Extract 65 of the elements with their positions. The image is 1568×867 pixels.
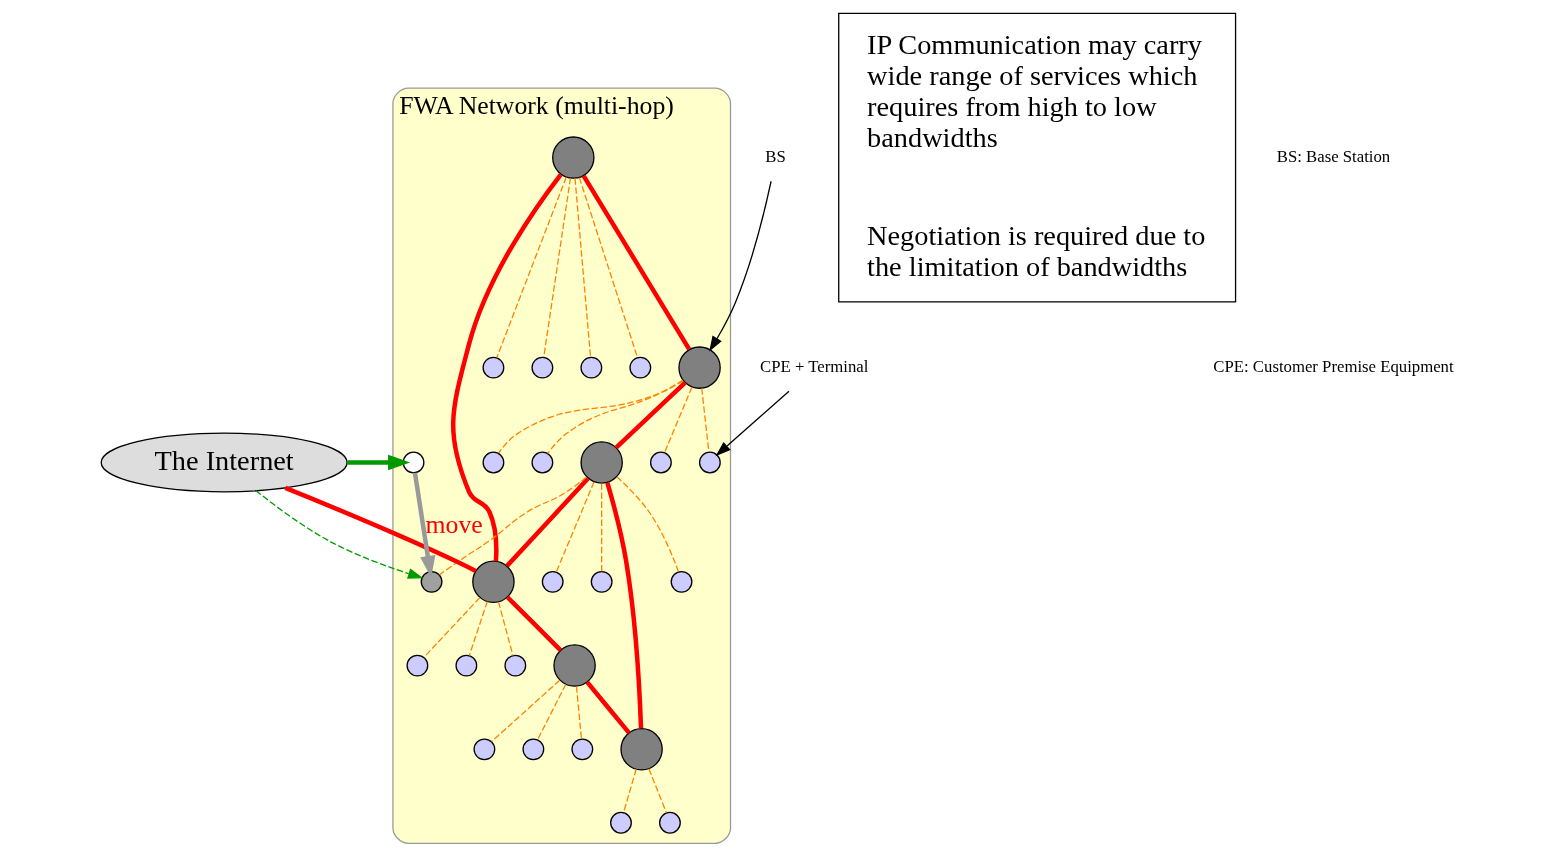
node-circle	[670, 570, 693, 593]
node-circle	[610, 811, 632, 834]
node-circle	[402, 451, 425, 474]
node-circle	[531, 451, 554, 474]
node-circle	[420, 570, 443, 593]
arrow	[709, 180, 772, 352]
node-circle	[472, 560, 515, 604]
connector	[622, 768, 637, 814]
connector	[423, 597, 481, 658]
connector	[614, 380, 687, 450]
connector	[648, 768, 668, 814]
node-circle	[659, 811, 681, 834]
connector	[536, 683, 567, 741]
node-circle	[629, 356, 652, 379]
node-circle	[580, 441, 623, 484]
connector	[284, 485, 477, 573]
arrow	[347, 454, 411, 471]
node-circle	[553, 644, 596, 687]
node-circle	[698, 451, 721, 474]
connector	[438, 476, 588, 576]
connector	[574, 177, 592, 358]
node-text: BS	[765, 146, 786, 166]
connector	[497, 601, 514, 657]
node-circle	[552, 136, 595, 179]
connector	[616, 476, 680, 573]
node-circle	[580, 356, 603, 379]
connector	[575, 685, 583, 740]
node-circle	[590, 570, 613, 593]
node-circle	[571, 738, 594, 761]
connector	[547, 379, 684, 455]
node-circle	[482, 451, 505, 474]
node-circle	[504, 654, 527, 677]
node-circle	[473, 738, 496, 761]
connector	[451, 173, 563, 562]
arrow	[412, 472, 436, 578]
node-circle	[482, 356, 505, 379]
connector	[585, 680, 631, 735]
connector	[581, 174, 692, 351]
label: CPE: Customer Premise Equipment	[1213, 357, 1454, 377]
node-circle	[522, 738, 545, 761]
node-circle	[406, 654, 429, 677]
label: BS: Base Station	[1276, 146, 1391, 166]
arrow	[255, 490, 424, 579]
node-circle	[541, 570, 564, 593]
connector	[491, 679, 561, 743]
connector	[496, 176, 567, 359]
connector	[701, 387, 710, 453]
connector	[505, 477, 590, 568]
connector	[601, 482, 603, 572]
node-text: CPE + Terminal	[760, 357, 869, 377]
node-circle	[620, 728, 663, 771]
node-circle	[649, 451, 672, 474]
node-circle	[455, 654, 478, 677]
connector	[505, 595, 563, 652]
connector	[555, 481, 595, 573]
connector	[578, 177, 639, 359]
node-box: IP Communication may carry wide range of services which requires from high to low bandwidths Negotiation is required due to the limitation of bandwidths	[838, 12, 1237, 303]
connector	[543, 177, 572, 358]
connector	[497, 379, 684, 454]
connector	[605, 482, 644, 729]
node-circle	[678, 346, 721, 389]
arrow	[715, 390, 790, 457]
node-ellipse: The Internet	[100, 432, 348, 493]
edge-label: move	[425, 509, 483, 539]
node-circle	[531, 356, 554, 379]
